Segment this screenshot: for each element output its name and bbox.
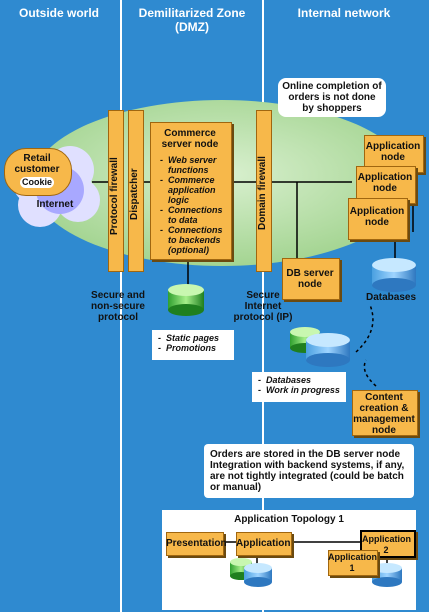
zone-outside-title: Outside world <box>18 6 99 20</box>
databases-cylinder <box>372 258 416 292</box>
static-pages-cylinder <box>168 284 204 316</box>
application-node-2 <box>356 166 416 204</box>
db-server-node <box>282 258 340 300</box>
dispatcher-bar <box>128 110 144 272</box>
application-node-3-label: Application node <box>349 206 405 228</box>
topology-presentation-label: Presentation <box>166 538 227 549</box>
topology-shapes <box>222 541 402 587</box>
application-node-3 <box>348 198 408 240</box>
cookie-label: Cookie <box>21 177 52 187</box>
topology-presentation-node <box>166 532 224 556</box>
commerce-function-item: Connections to data <box>160 205 230 225</box>
topology-application1-label: Application 1 <box>328 552 377 573</box>
topology-application1-node <box>328 550 378 576</box>
topology-application2-label: Application 2 <box>362 534 411 555</box>
internet-label: Internet <box>36 199 74 210</box>
retail-customer-node <box>4 148 72 196</box>
commerce-functions: Web server functions Commerce applicatio… <box>158 155 230 255</box>
application-node-2-label: Application node <box>357 172 413 194</box>
topology-title: Application Topology 1 <box>234 514 344 525</box>
commerce-server-title: Commerce server node <box>161 128 219 150</box>
domain-firewall-label: Domain firewall <box>257 156 268 230</box>
topology-application-node <box>236 532 292 556</box>
commerce-function-item: Commerce application logic <box>160 175 230 205</box>
static-item: Static pages <box>158 333 230 343</box>
retail-customer-label: Retail customer <box>14 153 60 175</box>
databases-label: Databases <box>365 292 417 303</box>
topology-application-label: Application <box>236 538 291 549</box>
db-server-label: DB server node <box>286 268 334 290</box>
zone-internal-title: Internal network <box>297 6 391 20</box>
static-pages-box: Static pages Promotions <box>152 330 234 360</box>
db-item: Databases <box>258 375 342 385</box>
commerce-function-item: Web server functions <box>160 155 230 175</box>
db-blue-cylinder <box>306 333 350 367</box>
cookie-badge <box>20 177 54 188</box>
orders-note: Orders are stored in the DB server node … <box>204 444 414 498</box>
secure-nonsecure-protocol-label: Secure and non-secure protocol <box>91 290 145 323</box>
application-node-1-label: Application node <box>365 141 421 163</box>
dispatcher-label: Dispatcher <box>129 168 140 220</box>
secure-internet-protocol-label: Secure Internet protocol (IP) <box>233 290 293 323</box>
zone-dmz-abbr: (DMZ) <box>175 20 209 34</box>
protocol-firewall-label: Protocol firewall <box>109 157 120 235</box>
dmz-right-divider <box>262 0 264 612</box>
static-item: Promotions <box>158 343 230 353</box>
zone-dmz-title: Demilitarized Zone <box>138 6 246 20</box>
dmz-left-divider <box>120 0 122 612</box>
content-management-label: Content creation & management node <box>353 392 415 436</box>
online-completion-note: Online completion of orders is not done … <box>278 78 386 117</box>
databases-box: Databases Work in progress <box>252 372 346 402</box>
protocol-firewall-bar <box>108 110 124 272</box>
db-item: Work in progress <box>258 385 342 395</box>
content-management-node <box>352 390 418 436</box>
commerce-function-item: Connections to backends (optional) <box>160 225 230 255</box>
domain-firewall-bar <box>256 110 272 272</box>
